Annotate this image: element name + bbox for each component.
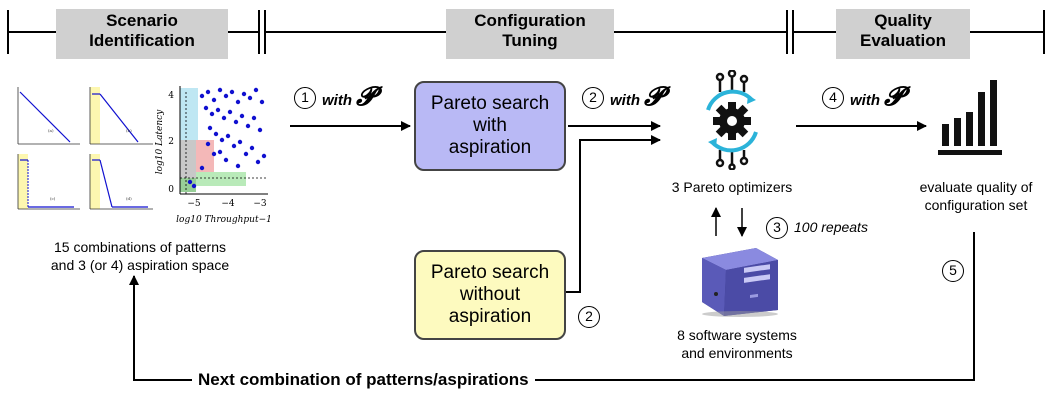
plot-label-c: (c) bbox=[50, 196, 56, 201]
patterns-caption-line2: and 3 (or 4) aspiration space bbox=[50, 257, 230, 273]
next-combination-label: Next combination of patterns/aspirations bbox=[192, 370, 535, 390]
phase-label-line2: Evaluation bbox=[860, 31, 946, 50]
evaluate-caption-line2: configuration set bbox=[924, 197, 1028, 213]
p-symbol: 𝓟 bbox=[884, 82, 903, 112]
patterns-caption: 15 combinations of patterns and 3 (or 4)… bbox=[10, 238, 270, 274]
systems-caption: 8 software systems and environments bbox=[652, 326, 822, 362]
scatter-xlabel: log10 Throughput−1 bbox=[176, 215, 270, 225]
with-text: with bbox=[322, 92, 352, 109]
phase-quality-evaluation: Quality Evaluation bbox=[836, 9, 970, 59]
phase-label-line2: Identification bbox=[89, 31, 195, 50]
with-text: with bbox=[610, 92, 640, 109]
systems-caption-line1: 8 software systems bbox=[677, 327, 797, 343]
step-1-marker: 1 bbox=[294, 87, 316, 109]
systems-caption-line2: and environments bbox=[681, 345, 793, 361]
pattern-plot-c: (c) bbox=[17, 154, 80, 210]
scatter-xtick-1: −5 bbox=[187, 199, 201, 209]
p-symbol: 𝓟 bbox=[644, 82, 663, 112]
step-4-marker: 4 bbox=[822, 87, 844, 109]
with-text: with bbox=[850, 92, 880, 109]
step-1-with-P: with 𝓟 bbox=[322, 82, 375, 113]
scatter-xtick-2: −4 bbox=[221, 199, 235, 209]
box-line3: aspiration bbox=[448, 306, 532, 327]
aspiration-scatter-plot: 4 2 0 −5 −4 −3 log10 Throughput−1 log10 … bbox=[155, 86, 270, 225]
evaluate-caption: evaluate quality of configuration set bbox=[896, 178, 1056, 214]
pattern-plots: (a) (b) (c) (d) bbox=[17, 87, 153, 210]
scatter-xtick-3: −3 bbox=[253, 199, 267, 209]
step-2b-marker: 2 bbox=[578, 306, 600, 328]
plot-label-a: (a) bbox=[48, 128, 54, 133]
scatter-ytick-0: 0 bbox=[168, 185, 174, 195]
phase-label-line1: Scenario bbox=[106, 11, 178, 30]
box-line3: aspiration bbox=[448, 137, 532, 158]
phase-label-line1: Configuration bbox=[474, 11, 586, 30]
phase-label-line1: Quality bbox=[874, 11, 932, 30]
repeats-label: 100 repeats bbox=[794, 219, 868, 235]
optimizers-caption: 3 Pareto optimizers bbox=[671, 179, 793, 195]
scatter-ytick-2: 2 bbox=[168, 137, 174, 147]
pattern-plot-a: (a) bbox=[17, 87, 80, 145]
phase-scenario-identification: Scenario Identification bbox=[56, 9, 228, 59]
plot-label-d: (d) bbox=[126, 196, 132, 201]
box-line1: Pareto search bbox=[430, 262, 550, 283]
pareto-without-aspiration-box: Pareto search without aspiration bbox=[414, 250, 566, 340]
step-4-with-P: with 𝓟 bbox=[850, 82, 903, 113]
pattern-plot-d: (d) bbox=[89, 154, 153, 210]
evaluate-caption-line1: evaluate quality of bbox=[919, 179, 1033, 195]
step-2-marker: 2 bbox=[582, 87, 604, 109]
optimizer-gear-icon bbox=[706, 70, 758, 170]
phase-label-line2: Tuning bbox=[502, 31, 558, 50]
step-2-with-P: with 𝓟 bbox=[610, 82, 663, 113]
server-icon bbox=[702, 248, 778, 317]
box-line2: with bbox=[473, 115, 507, 136]
step-5-marker: 5 bbox=[942, 260, 964, 282]
phase-configuration-tuning: Configuration Tuning bbox=[446, 9, 614, 59]
scatter-ytick-4: 4 bbox=[168, 91, 174, 101]
step-3-marker: 3 bbox=[766, 217, 788, 239]
box-line1: Pareto search bbox=[430, 93, 550, 114]
plot-label-b: (b) bbox=[126, 128, 132, 133]
scatter-ylabel: log10 Latency bbox=[155, 109, 165, 174]
quality-bar-chart-icon bbox=[938, 80, 1002, 155]
box-line2: without bbox=[459, 284, 521, 305]
p-symbol: 𝓟 bbox=[356, 82, 375, 112]
pattern-plot-b: (b) bbox=[89, 87, 153, 145]
pareto-with-aspiration-box: Pareto search with aspiration bbox=[414, 81, 566, 171]
patterns-caption-line1: 15 combinations of patterns bbox=[54, 239, 226, 255]
